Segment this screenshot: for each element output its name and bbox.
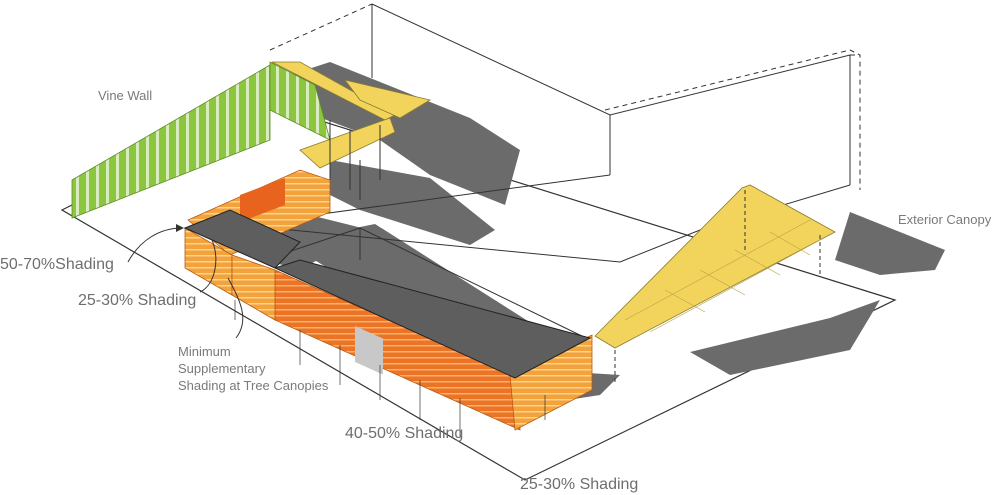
vine-wall-label: Vine Wall (98, 88, 153, 103)
leader-lines (127, 224, 244, 339)
min-supp-line-3: Shading at Tree Canopies (178, 378, 329, 393)
shading-25-30-upper-label: 25-30% Shading (78, 292, 197, 309)
shading-25-30-lower-label: 25-30% Shading (520, 476, 639, 493)
shading-50-70-label: 50-70%Shading (0, 256, 114, 273)
min-supp-line-1: Minimum (178, 344, 231, 359)
exterior-canopy-label: Exterior Canopy (898, 212, 992, 227)
minimum-supplementary-shading-label: Minimum Supplementary Shading at Tree Ca… (178, 343, 348, 394)
vine-wall (71, 61, 331, 219)
shading-40-50-label: 40-50% Shading (345, 425, 464, 442)
min-supp-line-2: Supplementary (178, 361, 266, 376)
upper-canopy (271, 61, 432, 200)
shaded-building (183, 169, 593, 438)
exterior-canopy (594, 184, 836, 385)
